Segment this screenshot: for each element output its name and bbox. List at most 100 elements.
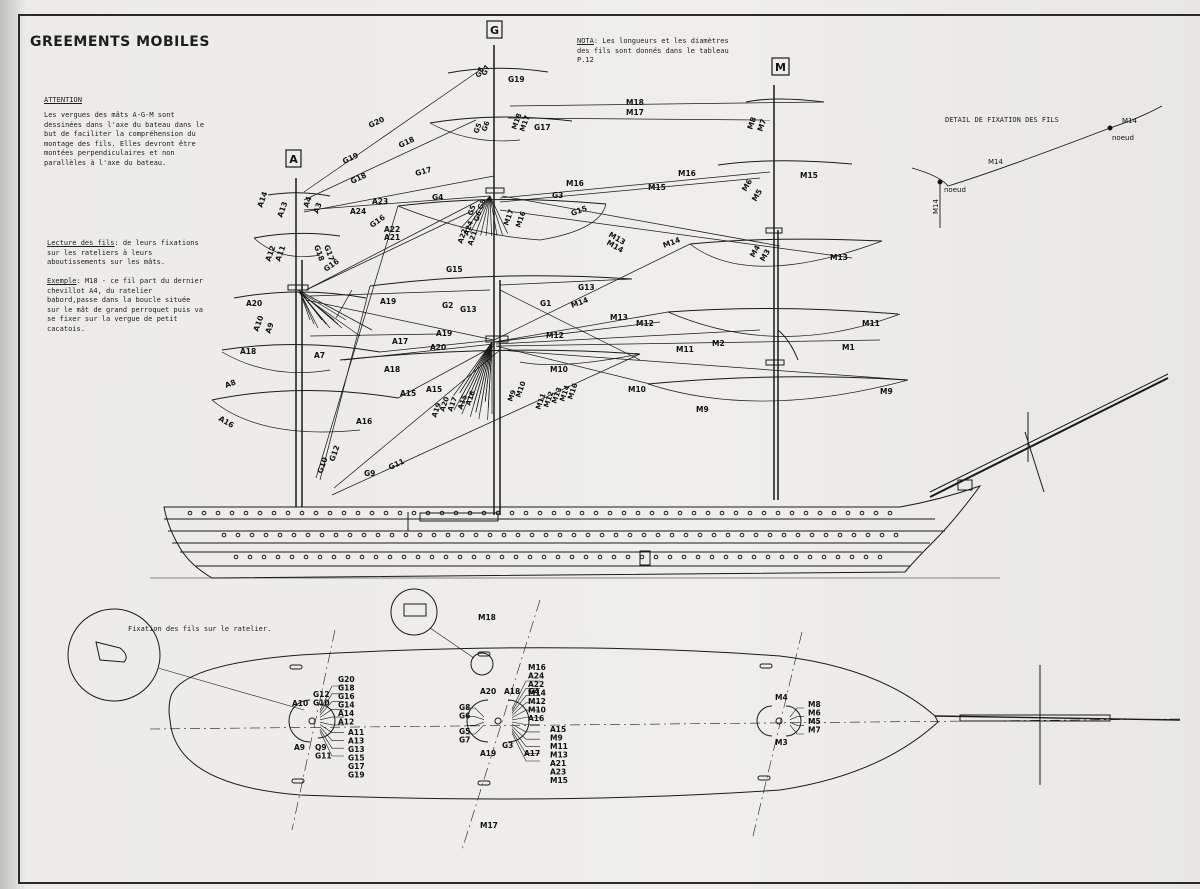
- rope-label: A18: [240, 347, 256, 356]
- plan-label: G3: [502, 741, 513, 750]
- bowsprit: [929, 373, 1169, 493]
- plan-label: A23: [550, 768, 566, 777]
- rope-label: M17: [626, 108, 644, 117]
- rope-label: G1: [540, 299, 551, 308]
- running-rigging: [297, 69, 909, 496]
- plan-label: G8: [459, 703, 470, 712]
- hull-side: [163, 484, 982, 579]
- rope-label: A16: [356, 417, 372, 426]
- attention-text: Les vergues des mâts A-G-M sont dessinée…: [44, 111, 205, 167]
- rope-label: M16: [566, 179, 584, 188]
- example-note: Exemple: M18 - ce fil part du dernier ch…: [47, 277, 207, 334]
- fan-label: G8: [476, 198, 487, 211]
- mast-label-main: G: [490, 24, 499, 37]
- detail-title: DETAIL DE FIXATION DES FILS: [945, 116, 1059, 124]
- example-text: : M18 - ce fil part du dernier chevillot…: [47, 277, 203, 333]
- rope-label: M12: [546, 331, 564, 340]
- knot-dot: [1107, 125, 1113, 131]
- rope-label: M9: [880, 387, 893, 396]
- plan-label: A18: [504, 687, 520, 696]
- rope-label: A15: [426, 385, 442, 394]
- rack-detail-circle: [67, 608, 161, 702]
- mizzen-mast-box: [771, 57, 790, 76]
- mast-label-fore: A: [289, 153, 298, 166]
- mast-label-mizzen: M: [775, 61, 786, 74]
- example-heading: Exemple: [47, 277, 77, 285]
- rope-label: G18: [397, 135, 416, 150]
- drawing-title: GREEMENTS MOBILES: [30, 34, 210, 50]
- hull-rudder-port: [639, 550, 651, 566]
- rope-label: A19: [380, 297, 396, 306]
- detail-label: noeud: [1112, 134, 1134, 142]
- plan-label: A14: [338, 709, 354, 718]
- rope-label: A24: [350, 207, 366, 216]
- detail-line: [911, 105, 1163, 187]
- plan-label: G5: [459, 727, 470, 736]
- plan-label: G18: [338, 684, 355, 693]
- rope-label: A16: [217, 414, 236, 430]
- hull-grating: [419, 512, 499, 522]
- centerline: [149, 718, 1181, 730]
- attention-heading: ATTENTION: [44, 96, 82, 104]
- rope-label: A3: [311, 201, 323, 214]
- plan-label: A9: [294, 743, 305, 752]
- plan-label: A21: [550, 759, 566, 768]
- fan-label: G7: [480, 64, 491, 77]
- plan-label: A17: [524, 749, 540, 758]
- main-crosstrees: [485, 187, 505, 194]
- leader-line: [157, 667, 305, 711]
- plan-label: M14: [528, 689, 546, 698]
- rope-label: M15: [648, 183, 666, 192]
- main-yards: [339, 67, 641, 361]
- rope-label: M18: [626, 98, 644, 107]
- mizzen-yards: [647, 98, 909, 385]
- hull-plan: [168, 647, 939, 800]
- plan-label: M8: [808, 700, 821, 709]
- rope-label: M9: [696, 405, 709, 414]
- plan-label: A20: [480, 687, 496, 696]
- loop-detail: [403, 603, 427, 617]
- rope-label: M15: [800, 171, 818, 180]
- plan-label: A11: [348, 728, 364, 737]
- bowsprit-plan-box: [959, 714, 1111, 722]
- rope-label: G15: [570, 204, 589, 218]
- gun-ports: [187, 510, 899, 560]
- bowsprit-plan: [934, 715, 1181, 721]
- rope-label: A4: [301, 195, 313, 208]
- rope-label: M10: [550, 365, 568, 374]
- rope-label: G13: [578, 283, 595, 292]
- plan-label: A24: [528, 672, 544, 681]
- rope-label: A18: [384, 365, 400, 374]
- plan-label: M11: [550, 742, 568, 751]
- fan-label: A16: [464, 390, 477, 407]
- lecture-note: Lecture des fils: de leurs fixations sur…: [47, 239, 207, 268]
- fan-label: M16: [566, 382, 579, 401]
- fan-label: M9: [506, 389, 518, 403]
- plan-label: M15: [550, 776, 568, 785]
- rope-label: M14: [662, 235, 682, 250]
- fan-label: G6: [480, 120, 491, 133]
- rope-label: A14: [255, 190, 269, 208]
- fan-label: G5: [466, 204, 477, 217]
- plan-label: A10: [292, 699, 308, 708]
- plan-label: A12: [338, 718, 354, 727]
- leader-line: [429, 627, 475, 659]
- rope-label: M10: [628, 385, 646, 394]
- bowsprit: [929, 377, 1169, 498]
- rope-label: M11: [676, 345, 694, 354]
- plan-label: A13: [348, 737, 364, 746]
- rope-label: G17: [414, 165, 432, 178]
- fan-label: G5: [472, 122, 483, 135]
- m18-loop: [470, 652, 494, 676]
- rope-label: A13: [275, 200, 289, 218]
- rope-label: G20: [367, 115, 386, 130]
- rope-label: M13: [830, 253, 848, 262]
- fan-label: M10: [514, 380, 527, 399]
- rope-label: A21: [384, 233, 400, 242]
- plan-label: M16: [528, 663, 546, 672]
- rope-label: M2: [712, 339, 725, 348]
- mast-axes: [291, 599, 803, 851]
- fan-label: G6: [472, 210, 483, 223]
- plan-label: M10: [528, 706, 546, 715]
